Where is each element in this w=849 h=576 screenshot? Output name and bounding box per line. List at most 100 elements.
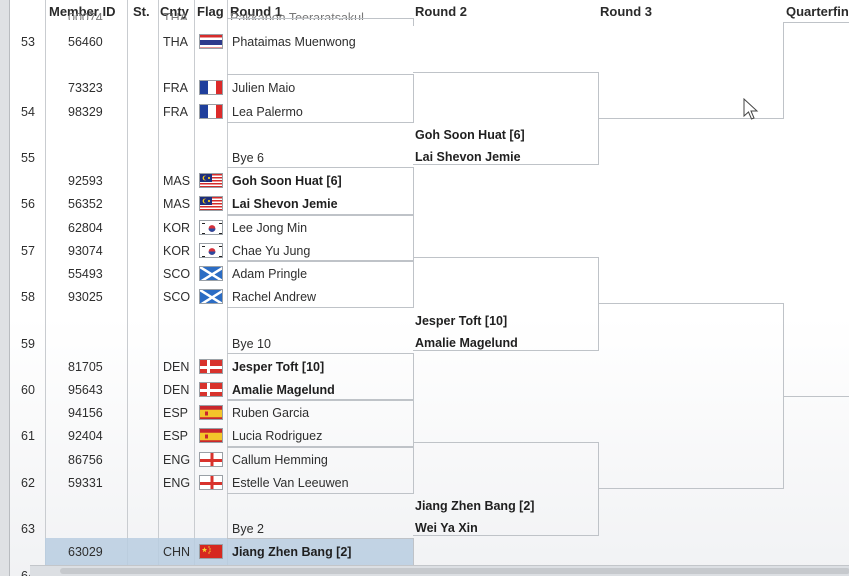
thailand-flag-icon bbox=[199, 34, 223, 49]
scotland-flag-icon bbox=[199, 289, 223, 305]
player-name[interactable]: Chae Yu Jung bbox=[232, 243, 311, 258]
draw-position-number: 61 bbox=[21, 429, 35, 444]
round2-player[interactable]: Lai Shevon Jemie bbox=[415, 150, 521, 164]
bracket-line bbox=[413, 164, 599, 165]
country-code: FRA bbox=[163, 104, 188, 119]
country-code: SCO bbox=[163, 290, 191, 305]
round1-match-box bbox=[227, 167, 414, 216]
player-name[interactable]: Rachel Andrew bbox=[232, 290, 317, 305]
member-id: 92404 bbox=[68, 429, 103, 444]
player-name[interactable]: Lee Jong Min bbox=[232, 220, 308, 235]
draw-position-number: 63 bbox=[21, 522, 35, 537]
partial-member-id: 00074 bbox=[68, 11, 103, 20]
player-name[interactable]: Adam Pringle bbox=[232, 267, 308, 281]
country-code: KOR bbox=[163, 243, 191, 258]
member-id: 81705 bbox=[68, 359, 103, 374]
player-name[interactable]: Lea Palermo bbox=[232, 104, 303, 119]
header-member-id[interactable]: Member ID bbox=[49, 4, 116, 19]
header-round-2[interactable]: Round 2 bbox=[415, 4, 467, 19]
horizontal-scrollbar[interactable] bbox=[30, 565, 849, 576]
player-name[interactable]: Jesper Toft [10] bbox=[232, 359, 325, 374]
member-id: 92593 bbox=[68, 174, 103, 189]
draw-position-number: 55 bbox=[21, 151, 35, 165]
header-quarterfinal[interactable]: Quarterfin bbox=[786, 4, 849, 19]
country-code: DEN bbox=[163, 359, 190, 374]
round1-match-box bbox=[227, 213, 414, 262]
player-name[interactable]: Lai Shevon Jemie bbox=[232, 197, 338, 212]
spain-flag-icon bbox=[199, 405, 223, 421]
player-name[interactable]: Lucia Rodriguez bbox=[232, 429, 323, 444]
scrollbar-thumb[interactable] bbox=[60, 568, 849, 574]
france-flag-icon bbox=[199, 80, 223, 96]
round1-match-box bbox=[227, 352, 414, 402]
member-id: 63029 bbox=[68, 545, 103, 560]
row-header-bar bbox=[0, 0, 10, 576]
bracket-line bbox=[413, 257, 599, 258]
draw-position-number: 62 bbox=[21, 475, 35, 490]
player-name[interactable]: Phataimas Muenwong bbox=[232, 35, 356, 49]
draw-position-number: 60 bbox=[21, 383, 35, 397]
round2-player[interactable]: Jesper Toft [10] bbox=[415, 314, 508, 328]
header-round-3[interactable]: Round 3 bbox=[600, 4, 652, 19]
spain-flag-icon bbox=[199, 428, 223, 444]
round2-player[interactable]: Wei Ya Xin bbox=[415, 521, 478, 535]
player-name[interactable]: Callum Hemming bbox=[232, 452, 328, 467]
player-name[interactable]: Goh Soon Huat [6] bbox=[232, 174, 342, 189]
member-id: 93074 bbox=[68, 243, 103, 258]
round1-match-box bbox=[227, 260, 414, 309]
bracket-line bbox=[783, 22, 849, 23]
header-round-1[interactable]: Round 1 bbox=[230, 4, 282, 19]
country-code: MAS bbox=[163, 174, 191, 189]
bracket-line bbox=[227, 18, 413, 19]
member-id: 86756 bbox=[68, 452, 103, 467]
round2-player[interactable]: Amalie Magelund bbox=[415, 336, 518, 350]
malaysia-flag-icon bbox=[199, 196, 223, 212]
bye-label: Bye 6 bbox=[232, 151, 264, 165]
england-flag-icon bbox=[199, 451, 223, 467]
bracket-line bbox=[783, 396, 849, 397]
member-id: 55493 bbox=[68, 267, 103, 281]
bracket-line bbox=[598, 488, 784, 489]
round1-match-box bbox=[227, 74, 414, 123]
header-status[interactable]: St. bbox=[133, 4, 150, 19]
england-flag-icon bbox=[199, 474, 223, 490]
country-code: DEN bbox=[163, 383, 190, 397]
player-name[interactable]: Julien Maio bbox=[232, 81, 296, 96]
country-code: SCO bbox=[163, 267, 191, 281]
player-name[interactable]: Amalie Magelund bbox=[232, 383, 335, 397]
column-divider bbox=[45, 0, 46, 566]
denmark-flag-icon bbox=[199, 358, 223, 374]
column-divider bbox=[158, 0, 159, 566]
player-name[interactable]: Ruben Garcia bbox=[232, 406, 310, 421]
member-id: 62804 bbox=[68, 220, 103, 235]
bracket-line bbox=[598, 118, 784, 119]
country-code: ESP bbox=[163, 406, 189, 421]
member-id: 73323 bbox=[68, 81, 103, 96]
country-code: FRA bbox=[163, 81, 188, 96]
member-id: 95643 bbox=[68, 383, 103, 397]
round1-match-box bbox=[227, 399, 414, 448]
country-code: KOR bbox=[163, 220, 191, 235]
header-flag[interactable]: Flag bbox=[197, 4, 224, 19]
scotland-flag-icon bbox=[199, 266, 223, 281]
korea-flag-icon bbox=[199, 242, 223, 258]
draw-position-number: 64 bbox=[21, 568, 35, 576]
round2-player[interactable]: Goh Soon Huat [6] bbox=[415, 128, 525, 142]
bracket-line bbox=[413, 535, 599, 536]
bracket-line bbox=[413, 442, 599, 443]
header-country[interactable]: Cnty bbox=[160, 4, 189, 19]
round2-player[interactable]: Jiang Zhen Bang [2] bbox=[415, 499, 535, 513]
bracket-line bbox=[413, 18, 414, 26]
player-name[interactable]: Jiang Zhen Bang [2] bbox=[232, 545, 352, 560]
draw-position-number: 56 bbox=[21, 197, 35, 212]
column-divider bbox=[127, 0, 128, 566]
denmark-flag-icon bbox=[199, 382, 223, 397]
draw-position-number: 54 bbox=[21, 104, 35, 119]
malaysia-flag-icon bbox=[199, 173, 223, 189]
player-name[interactable]: Estelle Van Leeuwen bbox=[232, 475, 349, 490]
member-id: 56460 bbox=[68, 35, 103, 49]
column-divider bbox=[227, 0, 228, 566]
member-id: 59331 bbox=[68, 475, 103, 490]
round1-match-box bbox=[227, 538, 414, 576]
